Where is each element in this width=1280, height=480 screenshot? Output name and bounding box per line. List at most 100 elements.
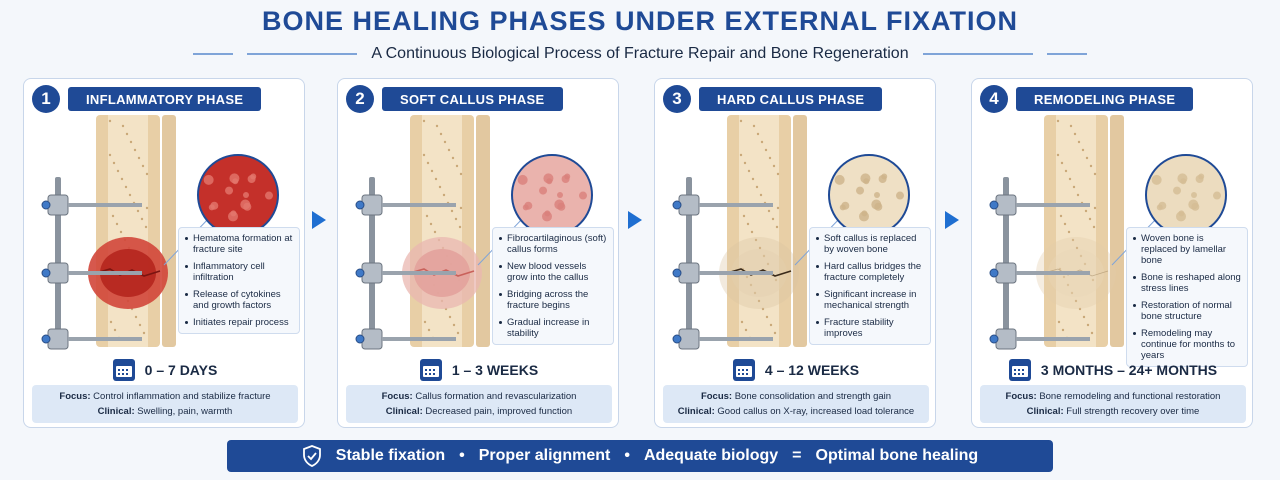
phase-duration-text: 1 – 3 WEEKS <box>451 362 539 378</box>
phase-clinical: Clinical: Good callus on X-ray, increase… <box>678 404 914 419</box>
banner-separator: • <box>459 447 465 464</box>
phase-focus: Focus: Bone consolidation and strength g… <box>701 389 891 404</box>
phase-card-remodeling: 4 REMODELING PHASE Woven bone is replace… <box>971 78 1253 428</box>
shield-check-icon <box>302 445 321 467</box>
phase-focus-box: Focus: Bone consolidation and strength g… <box>663 385 929 423</box>
bone-fixation-illustration <box>355 115 593 350</box>
fixator-clamp <box>355 328 456 350</box>
fixator-clamp <box>41 328 142 350</box>
subtitle-divider-left <box>247 53 358 55</box>
banner-item-biology: Adequate biology <box>643 447 779 464</box>
phase-title: HARD CALLUS PHASE <box>699 87 883 111</box>
focus-text: Bone remodeling and functional restorati… <box>1039 391 1221 402</box>
clinical-label: Clinical: <box>1026 406 1064 417</box>
bone-shaft <box>96 115 176 347</box>
fixator-clamp <box>41 262 142 284</box>
bone-shaft <box>727 115 807 347</box>
calendar-icon <box>1008 359 1031 381</box>
bone-shaft <box>410 115 490 347</box>
phase-duration: 4 – 12 WEEKS <box>655 357 937 383</box>
phase-bullet: New blood vessels grow into the callus <box>499 261 607 283</box>
phase-clinical: Clinical: Decreased pain, improved funct… <box>386 404 572 419</box>
phase-title: INFLAMMATORY PHASE <box>68 87 262 111</box>
phase-arrow-icon <box>628 211 642 229</box>
external-fixator <box>355 177 456 350</box>
phase-clinical: Clinical: Swelling, pain, warmth <box>98 404 233 419</box>
fixator-clamp <box>989 262 1090 284</box>
clinical-text: Good callus on X-ray, increased load tol… <box>717 406 915 417</box>
focus-label: Focus: <box>1005 391 1037 402</box>
fixator-clamp <box>355 194 456 216</box>
calendar-icon <box>732 359 755 381</box>
calendar-icon <box>419 359 442 381</box>
focus-text: Callus formation and revascularization <box>415 391 577 402</box>
subtitle-divider-right <box>922 53 1033 55</box>
fixator-clamp <box>989 194 1090 216</box>
phase-arrow-icon <box>312 211 326 229</box>
phase-card-soft-callus: 2 SOFT CALLUS PHASE Fibrocartilaginous (… <box>337 78 619 428</box>
phase-focus-box: Focus: Control inflammation and stabiliz… <box>32 385 298 423</box>
external-fixator <box>41 177 142 350</box>
summary-banner: Stable fixation • Proper alignment • Ade… <box>227 440 1053 472</box>
page-title: BONE HEALING PHASES UNDER EXTERNAL FIXAT… <box>261 6 1019 36</box>
phase-title: REMODELING PHASE <box>1016 87 1194 111</box>
bone-fixation-illustration <box>41 115 279 350</box>
phase-number-badge: 2 <box>346 85 374 113</box>
phase-bullet: Initiates repair process <box>185 317 293 328</box>
focus-label: Focus: <box>59 391 91 402</box>
subtitle-divider-right-outer <box>1046 53 1087 55</box>
banner-item-alignment: Proper alignment <box>478 447 611 464</box>
calendar-icon <box>112 359 135 381</box>
focus-label: Focus: <box>700 391 733 402</box>
magnified-view <box>163 154 279 266</box>
phase-focus: Focus: Callus formation and revasculariz… <box>382 389 577 404</box>
fixator-clamp <box>672 328 773 350</box>
phase-focus-box: Focus: Callus formation and revasculariz… <box>346 385 612 423</box>
phase-bullet: Gradual increase in stability <box>499 317 607 339</box>
fixator-clamp <box>355 262 456 284</box>
phase-duration-text: 4 – 12 WEEKS <box>764 362 860 378</box>
external-fixator <box>989 177 1090 350</box>
phase-bullet: Inflammatory cell infiltration <box>185 261 293 283</box>
banner-equals: = <box>792 447 802 464</box>
fixator-clamp <box>989 328 1090 350</box>
phase-bullet: Remodeling may continue for months to ye… <box>1133 328 1241 361</box>
clinical-label: Clinical: <box>385 406 423 417</box>
phase-bullet: Bone is reshaped along stress lines <box>1133 272 1241 294</box>
phase-duration: 3 MONTHS – 24+ MONTHS <box>972 357 1254 383</box>
phase-bullet: Restoration of normal bone structure <box>1133 300 1241 322</box>
phase-duration: 0 – 7 DAYS <box>24 357 306 383</box>
phase-bullet: Bridging across the fracture begins <box>499 289 607 311</box>
phase-duration-text: 0 – 7 DAYS <box>144 362 218 378</box>
external-fixator <box>672 177 773 350</box>
fixator-clamp <box>41 194 142 216</box>
clinical-text: Full strength recovery over time <box>1066 406 1200 417</box>
phase-number-badge: 3 <box>663 85 691 113</box>
phase-clinical: Clinical: Full strength recovery over ti… <box>1027 404 1200 419</box>
fixator-clamp <box>672 194 773 216</box>
focus-text: Control inflammation and stabilize fract… <box>93 391 271 402</box>
banner-item-fixation: Stable fixation <box>335 447 446 464</box>
phase-number-badge: 4 <box>980 85 1008 113</box>
clinical-label: Clinical: <box>677 406 715 417</box>
clinical-label: Clinical: <box>97 406 135 417</box>
phase-card-hard-callus: 3 HARD CALLUS PHASE Soft callus is repla… <box>654 78 936 428</box>
subtitle-row: A Continuous Biological Process of Fract… <box>0 44 1280 64</box>
phase-bullet: Fracture stability improves <box>816 317 924 339</box>
phase-bullet: Hard callus bridges the fracture complet… <box>816 261 924 283</box>
banner-separator: • <box>624 447 630 464</box>
phase-bullet: Woven bone is replaced by lamellar bone <box>1133 233 1241 266</box>
phase-bullet: Soft callus is replaced by woven bone <box>816 233 924 255</box>
banner-result: Optimal bone healing <box>815 447 979 464</box>
phase-bullet: Release of cytokines and growth factors <box>185 289 293 311</box>
bone-fixation-illustration <box>989 115 1227 350</box>
phase-bullet: Hematoma formation at fracture site <box>185 233 293 255</box>
phase-duration-text: 3 MONTHS – 24+ MONTHS <box>1040 362 1218 378</box>
phase-card-inflammatory: 1 INFLAMMATORY PHASE Hematoma formation … <box>23 78 305 428</box>
focus-text: Bone consolidation and strength gain <box>734 391 892 402</box>
phase-arrow-icon <box>945 211 959 229</box>
